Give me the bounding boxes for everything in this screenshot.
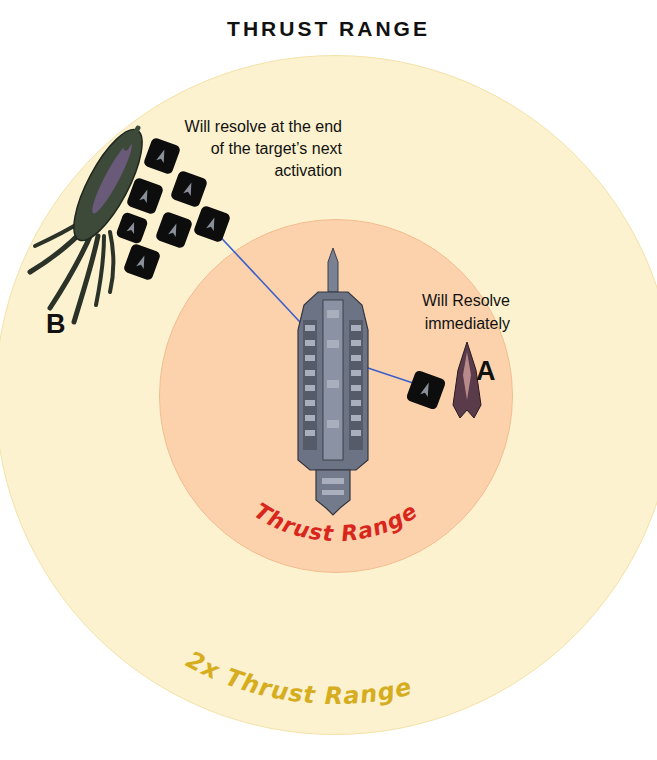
ship-letter: A bbox=[476, 356, 506, 386]
title: THRUST RANGE bbox=[0, 17, 657, 41]
ship-letter: B bbox=[46, 309, 76, 339]
range-label-text: 2x Thrust Range bbox=[182, 645, 415, 710]
range-label: 2x Thrust Range bbox=[182, 645, 415, 710]
callout-note: Will Resolve immediately bbox=[386, 289, 510, 335]
callout-note: Will resolve at the end of the target’s … bbox=[174, 116, 342, 182]
fighter-token-group bbox=[115, 137, 231, 281]
fighter-token bbox=[405, 369, 446, 410]
battleship bbox=[298, 248, 368, 515]
alien-ship-b bbox=[30, 121, 155, 322]
